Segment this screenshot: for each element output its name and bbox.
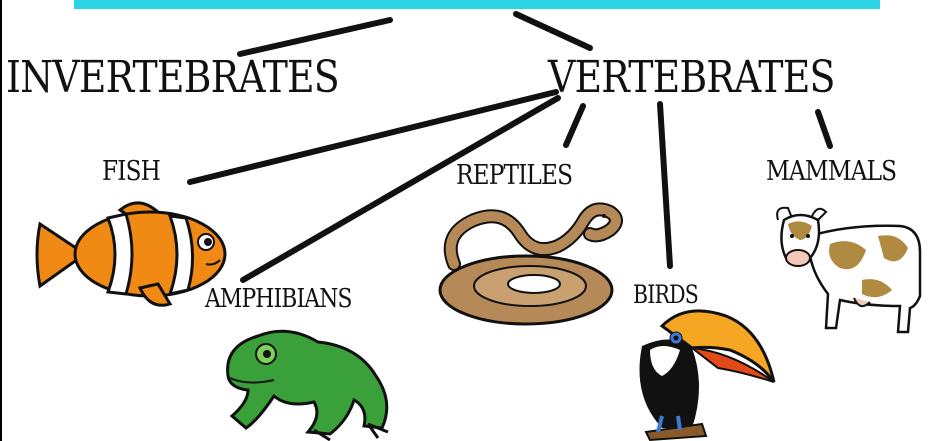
reptiles-label: REPTILES [456,162,572,189]
clownfish-image [30,196,230,312]
line-root-to-invertebrates [240,20,390,54]
frog-image [218,316,408,440]
line-vertebrates-to-reptiles [566,106,583,145]
cow-image [770,196,928,336]
snake-image [434,194,620,330]
mammals-label: MAMMALS [766,158,896,185]
line-vertebrates-to-mammals [818,112,830,146]
fish-label: FISH [102,158,160,185]
invertebrates-label: INVERTEBRATES [6,56,339,100]
line-root-to-vertebrates [516,14,590,48]
birds-label: BIRDS [633,282,698,307]
line-vertebrates-to-birds [660,104,670,266]
toucan-image [622,306,778,440]
vertebrates-label: VERTEBRATES [548,56,835,100]
